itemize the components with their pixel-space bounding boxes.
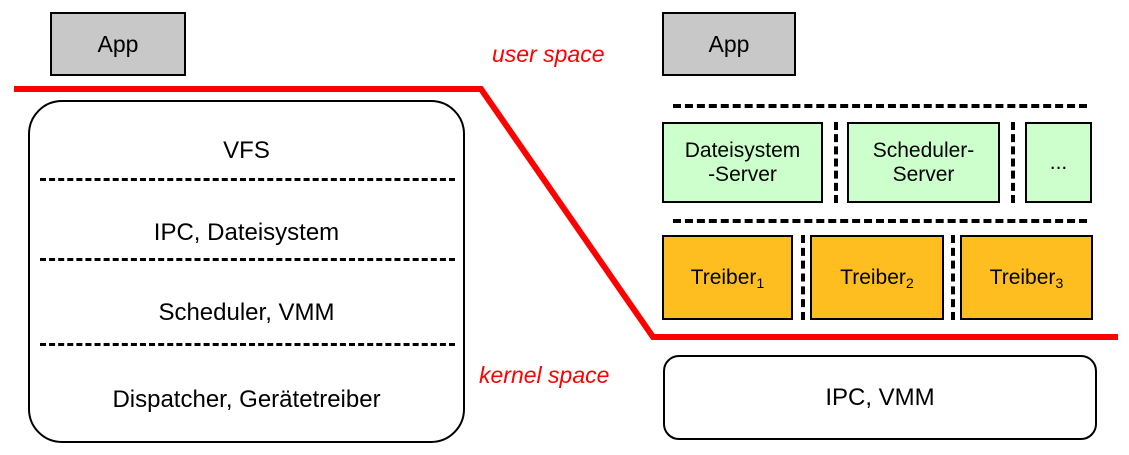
mono-divider-1: [40, 178, 455, 181]
server-label: Dateisystem -Server: [685, 139, 801, 186]
server-label-line2: -Server: [708, 162, 777, 186]
kernel-space-label: kernel space: [479, 362, 610, 388]
server-box-scheduler: Scheduler- Server: [847, 122, 1000, 203]
monolithic-kernel-box: VFS IPC, Dateisystem Scheduler, VMM Disp…: [28, 100, 465, 443]
micro-dash-above-servers: [673, 104, 1087, 108]
driver-label-base: Treiber: [989, 265, 1056, 289]
server-separator-1: [834, 122, 838, 203]
server-label: Scheduler- Server: [873, 139, 975, 186]
mono-layer-vfs: VFS: [30, 128, 463, 174]
driver-label-index: 1: [756, 276, 765, 293]
driver-label-index: 3: [1055, 276, 1064, 293]
app-box-microkernel: App: [662, 12, 796, 76]
driver-label: Treiber2: [840, 265, 914, 293]
driver-label-base: Treiber: [690, 265, 757, 289]
driver-box-treiber-1: Treiber1: [662, 235, 793, 320]
driver-separator-1: [801, 235, 805, 320]
mono-layer-label: Dispatcher, Gerätetreiber: [112, 386, 381, 413]
mono-divider-3: [40, 343, 455, 346]
mono-layer-label: IPC, Dateisystem: [153, 219, 340, 246]
server-label-line2: Server: [892, 162, 955, 186]
mono-layer-dispatcher-geraetetreiber: Dispatcher, Gerätetreiber: [30, 377, 463, 423]
app-label: App: [708, 30, 750, 57]
app-box-monolithic: App: [50, 12, 186, 76]
user-space-label: user space: [492, 41, 605, 67]
driver-label-index: 2: [905, 276, 914, 293]
mono-divider-2: [40, 258, 455, 261]
driver-box-treiber-2: Treiber2: [810, 235, 944, 320]
server-label-line1: Dateisystem: [684, 138, 801, 162]
server-separator-2: [1011, 122, 1015, 203]
server-box-dateisystem: Dateisystem -Server: [662, 122, 823, 203]
driver-separator-2: [951, 235, 955, 320]
microkernel-core-label: IPC, VMM: [825, 383, 935, 411]
mono-layer-label: VFS: [223, 137, 270, 164]
micro-dash-below-servers: [673, 219, 1087, 223]
driver-box-treiber-3: Treiber3: [960, 235, 1093, 320]
mono-layer-ipc-dateisystem: IPC, Dateisystem: [30, 210, 463, 256]
driver-label: Treiber3: [989, 265, 1064, 293]
mono-layer-label: Scheduler, VMM: [158, 299, 335, 326]
driver-label: Treiber1: [690, 265, 765, 293]
server-label-line1: Scheduler-: [872, 138, 975, 162]
server-label-ellipsis: ...: [1049, 150, 1068, 174]
driver-label-base: Treiber: [840, 265, 906, 289]
app-label: App: [97, 30, 139, 57]
mono-layer-scheduler-vmm: Scheduler, VMM: [30, 290, 463, 336]
microkernel-core-box: IPC, VMM: [663, 355, 1097, 440]
server-box-more: ...: [1025, 122, 1092, 203]
